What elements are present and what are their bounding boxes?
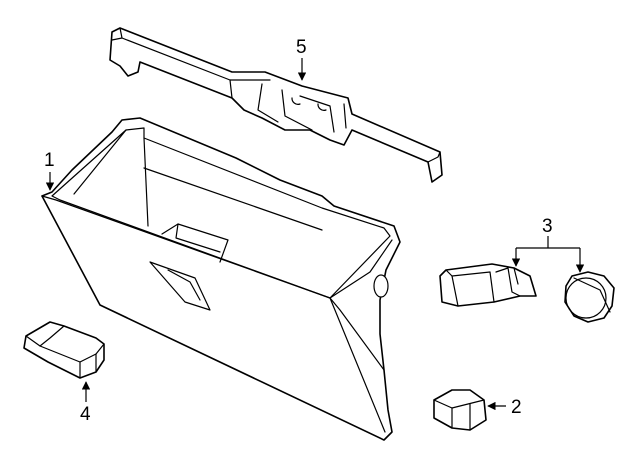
part-1-glove-box-bin[interactable] [41,117,401,441]
part-3-bumper[interactable] [564,271,615,323]
callout-2: 2 [511,397,522,418]
callout-1: 1 [44,150,55,171]
part-4-clip[interactable] [23,321,105,379]
part-2-bumper-block[interactable] [433,389,487,431]
callout-5: 5 [296,37,307,58]
callout-3: 3 [542,216,553,237]
part-5-reinforcement-bar[interactable] [109,27,443,183]
part-3-latch[interactable] [439,263,537,307]
callout-leaders [45,58,585,411]
callout-4: 4 [80,404,91,425]
